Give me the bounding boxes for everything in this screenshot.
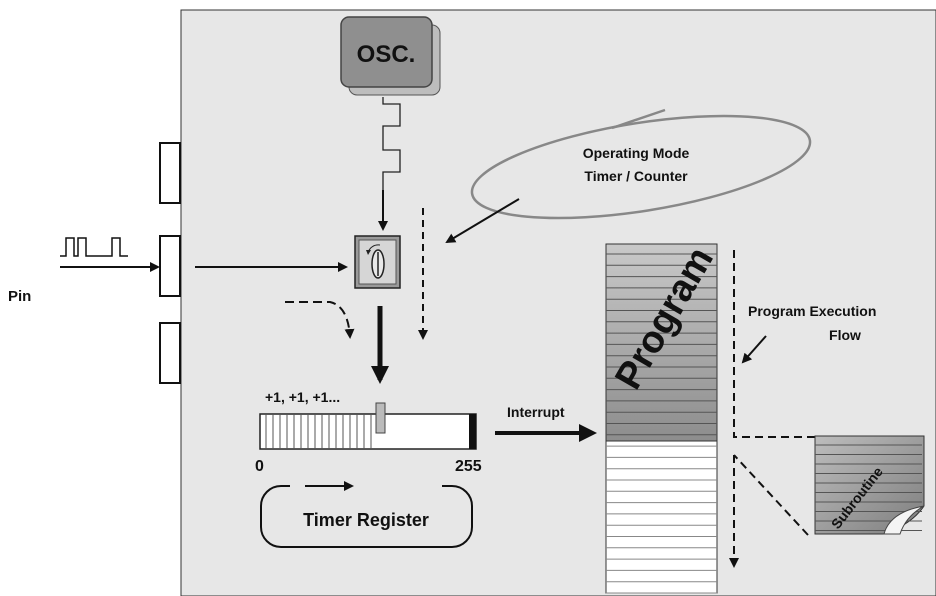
execution-flow-path (733, 250, 836, 438)
register-fill-ticks (265, 414, 372, 449)
timer-register-box-gap (290, 483, 442, 489)
osc-box (340, 16, 433, 88)
register-increment-label: +1, +1, +1... (265, 389, 340, 405)
pin-label: Pin (8, 288, 31, 305)
interrupt-label: Interrupt (507, 404, 565, 420)
pulse-waveform-icon (60, 237, 128, 257)
subroutine-rows (815, 444, 922, 531)
register-current-marker (375, 402, 386, 434)
program-execution-label-line2: Flow (829, 327, 861, 343)
clock-signal (382, 97, 401, 190)
pin-middle (159, 235, 181, 297)
register-max-label: 255 (455, 458, 482, 475)
rotary-switch-icon (366, 244, 385, 279)
curved-dashed-arrow (285, 301, 355, 339)
operating-mode-label-line2: Timer / Counter (584, 168, 688, 184)
return-flow-path (733, 454, 809, 536)
program-memory-rows (606, 253, 717, 594)
register-end-marker (469, 414, 476, 449)
ellipse-scribble (611, 108, 666, 130)
pin-top (159, 142, 181, 204)
timer-register-label: Timer Register (303, 510, 429, 530)
register-min-label: 0 (255, 458, 264, 475)
execution-pointer-arrow (741, 335, 767, 364)
page-curl-icon (883, 505, 925, 535)
program-memory-bottom (605, 440, 718, 594)
mode-to-selector-arrow (445, 198, 520, 244)
program-execution-label-line1: Program Execution (748, 303, 876, 319)
timer-register-bar (259, 413, 477, 450)
operating-mode-label-line1: Operating Mode (583, 145, 690, 161)
operating-mode-ellipse (470, 114, 812, 220)
pin-bottom (159, 322, 181, 384)
osc-label: OSC. (357, 41, 416, 68)
